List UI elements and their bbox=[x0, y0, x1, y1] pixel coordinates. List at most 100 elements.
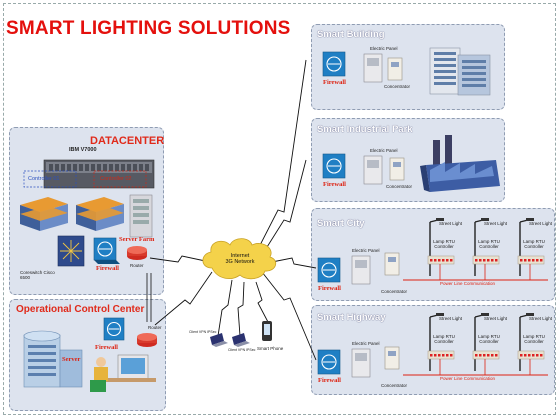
site-3-rtu-label-2: Lamp RTU Controller bbox=[523, 334, 545, 344]
site-title-smart-building: Smart Building bbox=[317, 29, 385, 40]
site-3-rtu-led-0-3 bbox=[442, 354, 445, 357]
storage-label: IBM V7000 bbox=[69, 147, 97, 153]
occ-operator-workstation-icon bbox=[90, 354, 156, 392]
site-3-rtu-led-1-0 bbox=[475, 354, 478, 357]
core-switch-icon bbox=[57, 235, 85, 267]
site-3-rtu-label-1: Lamp RTU Controller bbox=[478, 334, 500, 344]
occ-firewall-icon bbox=[103, 317, 125, 341]
site-0-firewall-label: Firewall bbox=[323, 79, 346, 86]
site-2-street-light-lamp-0 bbox=[436, 218, 444, 221]
occ-firewall-label: Firewall bbox=[95, 344, 118, 351]
link-datacenter bbox=[149, 255, 211, 263]
occ-title: Operational Control Center bbox=[16, 304, 145, 315]
site-2-street-light-label-1: Street Light bbox=[484, 221, 508, 226]
site-3-rtu-led-2-2 bbox=[528, 354, 531, 357]
site-2-firewall-label: Firewall bbox=[318, 285, 341, 292]
site-2-electric-panel-face bbox=[355, 260, 367, 268]
site-3-rtu-led-2-4 bbox=[536, 354, 539, 357]
site-2-rtu-led-1-5 bbox=[495, 259, 498, 262]
page-title: SMART LIGHTING SOLUTIONS bbox=[6, 18, 291, 39]
site-3-rtu-led-2-3 bbox=[532, 354, 535, 357]
laptop-icon-1 bbox=[210, 333, 228, 347]
datacenter-title: DATACENTER bbox=[90, 135, 165, 147]
site-2-rtu-box-2 bbox=[517, 255, 545, 265]
site-3-concentrator-screen bbox=[388, 351, 396, 356]
site-2-rtu-led-1-3 bbox=[487, 259, 490, 262]
occ-router-label: Router bbox=[148, 325, 162, 330]
site-2-rtu-led-2-3 bbox=[532, 259, 535, 262]
site-2-rtu-label-1: Lamp RTU Controller bbox=[478, 239, 500, 249]
occ-server-label: Server bbox=[62, 356, 81, 363]
server-tower bbox=[129, 194, 153, 238]
site-3-rtu-led-0-2 bbox=[438, 354, 441, 357]
controller-02-label: Controller 02 bbox=[100, 176, 132, 182]
client-vpn-label-1: Client VPN IPSec bbox=[189, 330, 217, 334]
site-2-rtu-led-2-4 bbox=[536, 259, 539, 262]
site-2-street-light-label-2: Street Light bbox=[529, 221, 553, 226]
cloud-line-2: 3G Network bbox=[225, 259, 255, 265]
smart-phone-icon bbox=[262, 321, 272, 341]
site-2-rtu-led-2-5 bbox=[540, 259, 543, 262]
site-2-rtu-led-2-1 bbox=[524, 259, 527, 262]
site-2-rtu-led-0-3 bbox=[442, 259, 445, 262]
occ-building-icon bbox=[23, 330, 83, 388]
site-3-street-light-lamp-1 bbox=[481, 313, 489, 316]
site-3-firewall-ring bbox=[321, 354, 337, 370]
site-2-rtu-led-1-1 bbox=[479, 259, 482, 262]
site-2-rtu-led-1-2 bbox=[483, 259, 486, 262]
site-2-rtu-led-0-5 bbox=[450, 259, 453, 262]
site-2-panel-label: Electric Panel bbox=[352, 248, 380, 253]
site-2-rtu-led-0-1 bbox=[434, 259, 437, 262]
site-devices bbox=[317, 51, 548, 378]
link-smart-industrial-park bbox=[261, 159, 307, 256]
site-2-rtu-led-0-2 bbox=[438, 259, 441, 262]
controller-01-box bbox=[23, 170, 77, 188]
site-3-rtu-led-0-4 bbox=[446, 354, 449, 357]
dc-router-label: Router bbox=[130, 263, 144, 268]
site-2-rtu-box-0 bbox=[427, 255, 455, 265]
site-2-concentrator-screen bbox=[388, 257, 396, 262]
site-2-rtu-label-2: Lamp RTU Controller bbox=[523, 239, 545, 249]
controller-01-label: Controller 01 bbox=[28, 176, 60, 182]
site-2-concentrator-label: Concentrator bbox=[381, 289, 408, 294]
site-3-concentrator-icon bbox=[384, 346, 400, 370]
server-stack-left bbox=[20, 197, 68, 231]
link-client-1 bbox=[217, 279, 233, 337]
site-3-rtu-led-0-5 bbox=[450, 354, 453, 357]
site-1-firewall-ring bbox=[326, 158, 342, 174]
site-2-street-light-lamp-2 bbox=[526, 218, 534, 221]
dc-router-icon bbox=[127, 246, 147, 260]
site-0-concentrator-label: Concentrator bbox=[384, 84, 411, 89]
link-occ bbox=[154, 271, 213, 326]
office-building-icon bbox=[429, 47, 491, 96]
site-3-plc-label: Power Line Communication bbox=[440, 376, 496, 381]
server-farm-label: Server Farm bbox=[119, 236, 155, 243]
site-2-rtu-led-1-4 bbox=[491, 259, 494, 262]
site-3-rtu-box-1 bbox=[472, 350, 500, 360]
site-2-rtu-led-2-2 bbox=[528, 259, 531, 262]
site-0-panel-label: Electric Panel bbox=[370, 46, 398, 51]
site-3-rtu-box-2 bbox=[517, 350, 545, 360]
storage-rack bbox=[23, 159, 155, 189]
site-3-rtu-led-1-2 bbox=[483, 354, 486, 357]
site-2-street-light-lamp-1 bbox=[481, 218, 489, 221]
site-3-rtu-led-1-4 bbox=[491, 354, 494, 357]
site-3-rtu-led-2-1 bbox=[524, 354, 527, 357]
site-3-electric-panel-face bbox=[355, 353, 367, 361]
link-client-2 bbox=[237, 281, 245, 337]
diagram-border bbox=[3, 3, 556, 415]
site-title-smart-city: Smart City bbox=[317, 218, 365, 229]
site-1-devices bbox=[322, 153, 405, 185]
core-switch-label: Coreswitch Cisco 6500 bbox=[20, 270, 55, 280]
site-2-concentrator-icon bbox=[384, 252, 400, 276]
site-1-firewall-label: Firewall bbox=[323, 181, 346, 188]
laptop-icon-2 bbox=[232, 333, 250, 347]
site-panel-smart-highway: Smart Highway bbox=[311, 305, 555, 395]
link-smart-city bbox=[271, 257, 317, 269]
site-1-concentrator-label: Concentrator bbox=[386, 184, 413, 189]
site-3-panel-label: Electric Panel bbox=[352, 341, 380, 346]
client-vpn-label-2: Client VPN IPSec bbox=[228, 348, 256, 352]
site-1-panel-label: Electric Panel bbox=[370, 148, 398, 153]
